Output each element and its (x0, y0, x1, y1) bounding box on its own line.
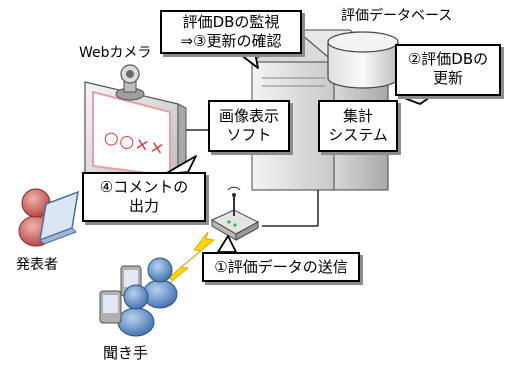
monitor-callout-line-2: ⇒③更新の確認 (180, 32, 282, 50)
aggregate-system-line-2: システム (328, 126, 388, 144)
database-icon (327, 31, 399, 89)
viewer-software-line-2: ソフト (226, 126, 272, 144)
aggregate-system-line-1: 集計 (342, 107, 373, 125)
send-data-callout: ①評価データの送信 (202, 252, 360, 282)
presenter-label: 発表者 (16, 257, 58, 273)
listeners-label: 聞き手 (103, 344, 149, 362)
aggregate-system-box: 集計 システム (318, 100, 398, 152)
database-label: 評価データベース (341, 8, 453, 24)
update-callout: ②評価DBの 更新 (395, 44, 501, 96)
send-data-line-1: ①評価データの送信 (214, 258, 348, 276)
listener-back-icon (120, 257, 178, 309)
comment-output-line-1: ④コメントの (99, 178, 189, 196)
listeners-icon (99, 257, 178, 337)
listener-front-icon (99, 284, 155, 337)
webcam-icon (115, 64, 145, 101)
monitor-callout: 評価DBの監視 ⇒③更新の確認 (160, 10, 302, 54)
comment-output-callout: ④コメントの 出力 (82, 172, 206, 222)
monitor-icon (84, 81, 187, 191)
update-callout-line-1: ②評価DBの (407, 50, 489, 68)
monitor-callout-line-1: 評価DBの監視 (182, 13, 280, 31)
wireless-router-icon (210, 186, 260, 241)
presenter-icon (18, 188, 79, 247)
viewer-software-box: 画像表示 ソフト (208, 100, 290, 152)
comment-output-line-2: 出力 (128, 197, 159, 215)
viewer-software-line-1: 画像表示 (218, 107, 279, 125)
webcam-label: Webカメラ (79, 45, 152, 61)
update-callout-line-2: 更新 (432, 69, 463, 87)
